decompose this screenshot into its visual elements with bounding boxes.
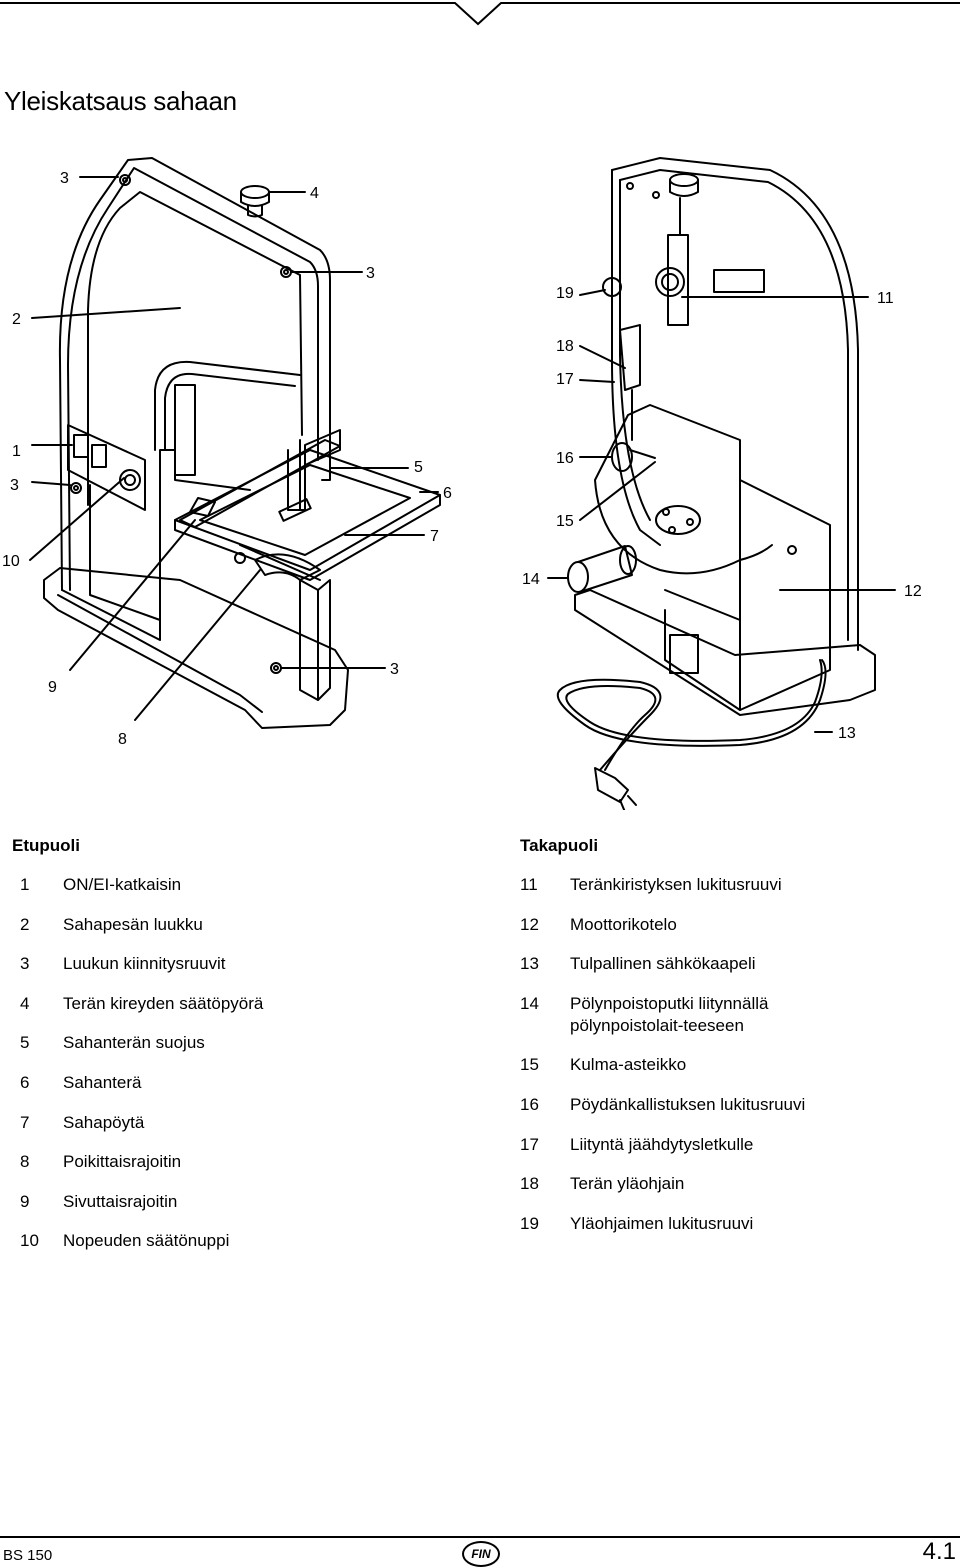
language-badge: FIN [462,1541,500,1567]
callout-11: 11 [877,290,894,307]
item-text: Liityntä jäähdytysletkulle [570,1134,754,1154]
front-legend-heading: Etupuoli [12,836,80,855]
top-rule [0,2,960,26]
item-number: 18 [520,1174,539,1194]
list-item: 15 Kulma-asteikko [520,1054,950,1076]
callout-3c: 3 [10,477,19,494]
callout-9: 9 [48,679,57,696]
item-number: 17 [520,1134,539,1154]
list-item: 1 ON/EI-katkaisin [12,874,482,896]
list-item: 12 Moottorikotelo [520,914,950,936]
item-text: Sahapesän luukku [63,914,203,934]
item-number: 3 [20,954,30,974]
list-item: 9 Sivuttaisrajoitin [12,1191,482,1213]
callout-4: 4 [310,185,319,202]
item-text: Sahapöytä [63,1112,145,1132]
list-item: 19 Yläohjaimen lukitusruuvi [520,1213,950,1235]
front-view-saw [29,157,441,729]
item-number: 2 [20,914,30,934]
item-number: 7 [20,1112,30,1132]
item-number: 5 [20,1033,30,1053]
item-number: 8 [20,1152,30,1172]
item-number: 12 [520,914,539,934]
callout-7: 7 [430,528,439,545]
item-number: 1 [20,875,30,894]
callout-19: 19 [556,285,574,302]
band-saw-illustration: 3 4 3 2 1 3 5 6 7 10 9 3 8 19 11 18 17 1… [0,150,960,810]
item-text: Tulpallinen sähkökaapeli [570,954,756,974]
page-footer: BS 150 FIN 4.1 [0,1536,960,1567]
item-text: Terän kireyden säätöpyörä [63,993,264,1013]
item-text: ON/EI-katkaisin [63,875,182,894]
item-number: 4 [20,993,30,1013]
item-text: Nopeuden säätönuppi [63,1231,230,1251]
list-item: 5 Sahanterän suojus [12,1032,482,1054]
rear-legend-list: 11 Teränkiristyksen lukitusruuvi 12 Mootto… [520,874,950,1235]
list-item: 17 Liityntä jäähdytysletkulle [520,1134,950,1156]
item-text: Kulma-asteikko [570,1055,687,1075]
item-text: Yläohjaimen lukitusruuvi [570,1213,754,1233]
callout-6: 6 [443,485,452,502]
list-item: 18 Terän yläohjain [520,1173,950,1195]
callout-3b: 3 [366,265,375,282]
callout-15: 15 [556,513,574,530]
list-item: 3 Luukun kiinnitysruuvit [12,953,482,975]
list-item: 6 Sahanterä [12,1072,482,1094]
item-text: Pöydänkallistuksen lukitusruuvi [570,1094,806,1114]
front-callouts: 3 4 3 2 1 3 5 6 7 10 9 3 8 [2,170,452,748]
item-number: 9 [20,1191,30,1211]
callout-17: 17 [556,371,574,388]
callout-10: 10 [2,553,20,570]
rear-callouts: 19 11 18 17 16 15 14 12 13 [522,285,922,742]
item-number: 10 [20,1231,39,1251]
list-item: 13 Tulpallinen sähkökaapeli [520,953,950,975]
list-item: 8 Poikittaisrajoitin [12,1151,482,1173]
item-text: Sahanterän suojus [63,1033,205,1053]
item-number: 15 [520,1055,539,1075]
band-saw-drawing: 3 4 3 2 1 3 5 6 7 10 9 3 8 19 11 18 17 1… [2,157,922,810]
page-number: 4.1 [922,1538,956,1565]
item-number: 11 [520,875,538,894]
item-text: Terän yläohjain [570,1174,685,1194]
page-title: Yleiskatsaus sahaan [4,86,237,116]
callout-16: 16 [556,450,574,467]
callout-13: 13 [838,725,856,742]
footer-rule [0,1536,960,1538]
model-name: BS 150 [3,1547,53,1564]
item-text: Sahanterä [63,1072,142,1092]
item-number: 6 [20,1072,30,1092]
item-text: Sivuttaisrajoitin [63,1191,178,1211]
item-number: 16 [520,1094,539,1114]
rear-legend: Takapuoli 11 Teränkiristyksen lukitusruuv… [520,836,950,1252]
front-legend: Etupuoli 1 ON/EI-katkaisin 2 Sahapesän luu… [12,836,482,1270]
item-text: Pölynpoistoputki liitynnällä pölynpoisto… [570,993,769,1035]
callout-8: 8 [118,731,127,748]
list-item: 10 Nopeuden säätönuppi [12,1230,482,1252]
callout-1: 1 [12,443,21,460]
callout-3d: 3 [390,661,399,678]
list-item: 14 Pölynpoistoputki liitynnällä pölynpois… [520,993,950,1037]
item-text: Teränkiristyksen lukitusruuvi [570,875,782,894]
list-item: 11 Teränkiristyksen lukitusruuvi [520,874,950,896]
callout-3a: 3 [60,170,69,187]
front-legend-list: 1 ON/EI-katkaisin 2 Sahapesän luukku 3 Luuk… [12,874,482,1252]
item-text: Moottorikotelo [570,914,677,934]
list-item: 2 Sahapesän luukku [12,914,482,936]
list-item: 16 Pöydänkallistuksen lukitusruuvi [520,1094,950,1116]
callout-5: 5 [414,459,423,476]
list-item: 7 Sahapöytä [12,1112,482,1134]
callout-2: 2 [12,311,21,328]
callout-18: 18 [556,338,574,355]
rear-legend-heading: Takapuoli [520,836,599,855]
callout-14: 14 [522,571,540,588]
callout-12: 12 [904,583,922,600]
item-text: Luukun kiinnitysruuvit [63,954,226,974]
item-number: 13 [520,954,539,974]
list-item: 4 Terän kireyden säätöpyörä [12,993,482,1015]
item-number: 14 [520,993,539,1013]
item-text: Poikittaisrajoitin [63,1152,182,1172]
rear-view-saw [547,157,896,810]
item-number: 19 [520,1213,539,1233]
